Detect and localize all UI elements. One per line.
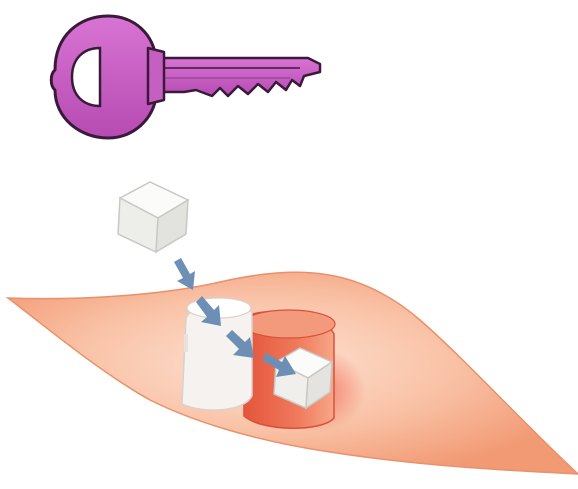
- sugar-cube-outside: [118, 182, 188, 252]
- arrow-icon: [174, 258, 195, 290]
- key-icon: [51, 16, 320, 138]
